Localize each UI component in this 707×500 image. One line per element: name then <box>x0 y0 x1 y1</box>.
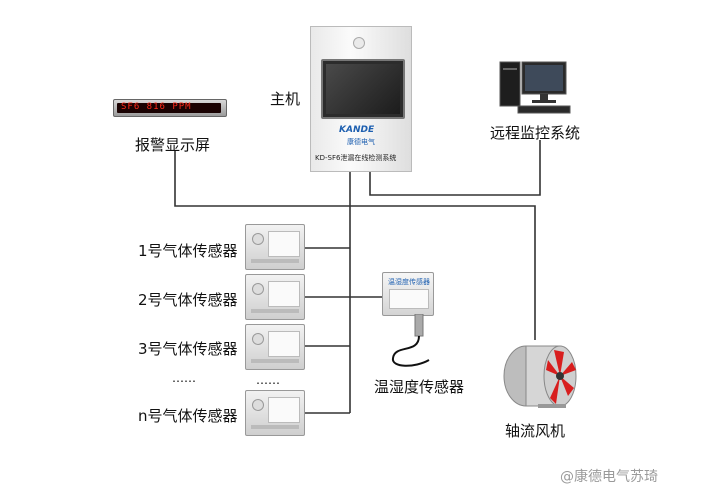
gas-sensor-n <box>245 390 305 436</box>
gas-sensor-1-label: 1号气体传感器 <box>138 242 238 260</box>
remote-monitor-label: 远程监控系统 <box>490 124 581 142</box>
wire-alarm-to-fan <box>174 150 536 340</box>
gas-sensor-3-label: 3号气体传感器 <box>138 340 238 358</box>
watermark-text: @康德电气苏琦 <box>560 469 658 485</box>
alarm-display-screen-text: SF6 816 PPM <box>121 102 192 112</box>
humidity-sensor-label: 温湿度传感器 <box>374 378 465 396</box>
alarm-display-device: SF6 816 PPM <box>113 99 227 117</box>
wire-host-to-remote <box>369 140 541 196</box>
gas-sensor-1 <box>245 224 305 270</box>
main-unit-cabinet: KANDE 康德电气 KD-SF6泄漏在线检测系统 <box>310 26 412 172</box>
main-unit-indicator-icon <box>353 37 365 49</box>
remote-monitor-computer-icon <box>499 61 571 114</box>
gas-sensor-2 <box>245 274 305 320</box>
main-unit-brand: KANDE <box>339 125 375 135</box>
humidity-sensor-device: 温湿度传感器 <box>382 272 434 316</box>
humidity-sensor-panel-text: 温湿度传感器 <box>388 278 430 286</box>
main-unit-model-caption: KD-SF6泄漏在线检测系统 <box>315 154 397 162</box>
main-unit-label: 主机 <box>270 90 301 108</box>
gas-sensor-n-label: n号气体传感器 <box>138 407 238 425</box>
alarm-display-label: 报警显示屏 <box>135 136 211 154</box>
gas-sensor-2-label: 2号气体传感器 <box>138 291 238 309</box>
main-unit-brand-cn: 康德电气 <box>347 138 375 146</box>
ellipsis-left: …… <box>172 371 196 385</box>
gas-sensor-3 <box>245 324 305 370</box>
humidity-sensor-probe-cable <box>392 314 430 367</box>
axial-fan-icon <box>503 345 577 408</box>
main-unit-touchscreen <box>321 59 405 119</box>
axial-fan-label: 轴流风机 <box>505 422 566 440</box>
ellipsis-device: …… <box>256 373 280 387</box>
